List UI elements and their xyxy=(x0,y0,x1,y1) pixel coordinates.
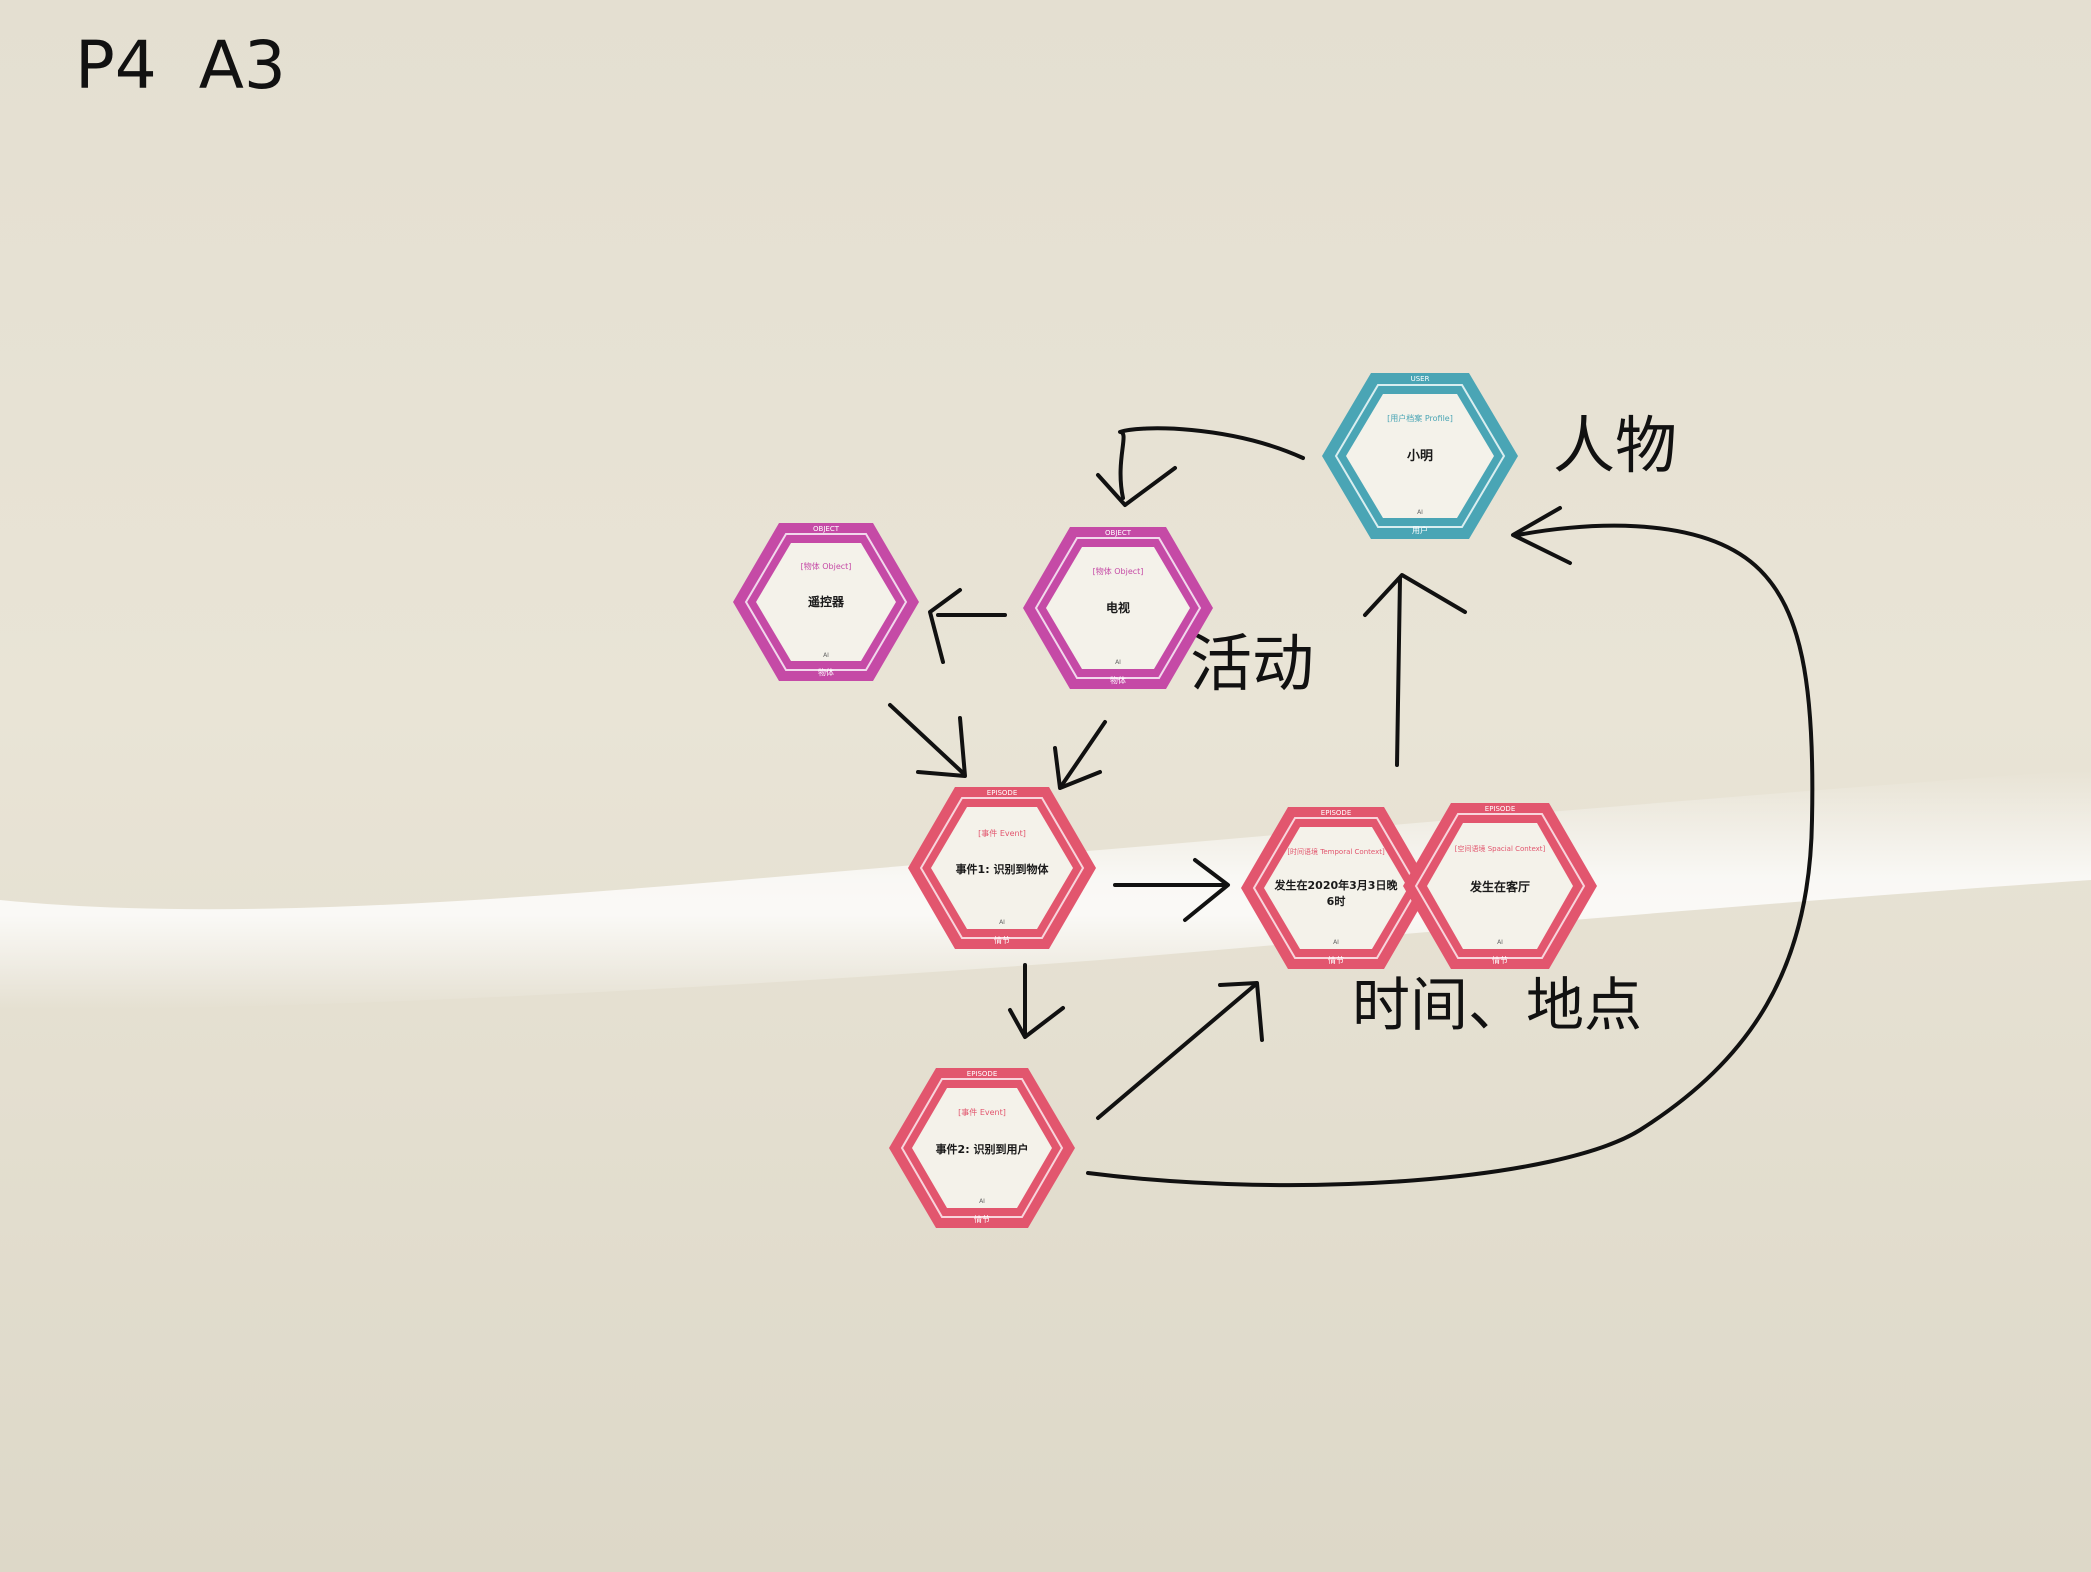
card-top-label: OBJECT xyxy=(1105,529,1132,537)
card-ai-label: AI xyxy=(979,1198,985,1205)
annotation-activity: 活动 xyxy=(1190,627,1314,700)
arrow-event2-to-user xyxy=(1086,523,1815,1188)
card-temporal-context[interactable]: EPISODE [时间语境 Temporal Context] 发生在2020年… xyxy=(1241,807,1431,969)
card-ai-label: AI xyxy=(1417,509,1423,516)
card-event-1[interactable]: EPISODE [事件 Event] 事件1: 识别到物体 AI 情节 xyxy=(908,787,1096,949)
card-ai-label: AI xyxy=(1333,939,1339,946)
card-title: 事件1: 识别到物体 xyxy=(956,862,1050,876)
card-top-label: USER xyxy=(1411,375,1430,383)
card-band-label: 物体 xyxy=(818,667,834,677)
annotation-time-place: 时间、地点 xyxy=(1352,971,1642,1039)
arrowhead-tv-to-remote xyxy=(928,588,962,664)
card-top-label: OBJECT xyxy=(813,525,840,533)
arrowhead-event1-to-event2 xyxy=(1008,1006,1065,1039)
arrowhead-tv-to-event1 xyxy=(1053,746,1102,790)
card-band-label: 情节 xyxy=(994,935,1010,945)
card-band-label: 情节 xyxy=(1328,955,1344,965)
card-title: 发生在客厅 xyxy=(1469,879,1530,894)
card-ai-label: AI xyxy=(1497,939,1503,946)
card-category: [事件 Event] xyxy=(958,1107,1006,1117)
card-title: 遥控器 xyxy=(808,594,845,609)
arrowhead-event2-to-temporal xyxy=(1218,981,1264,1042)
card-event-2[interactable]: EPISODE [事件 Event] 事件2: 识别到用户 AI 情节 xyxy=(889,1068,1075,1228)
card-ai-label: AI xyxy=(1115,659,1121,666)
card-title: 事件2: 识别到用户 xyxy=(936,1142,1029,1156)
arrowhead-temporal-to-user xyxy=(1363,573,1467,617)
card-band-label: 情节 xyxy=(974,1214,990,1224)
page-label: P4 A3 xyxy=(75,27,286,104)
card-category: [时间语境 Temporal Context] xyxy=(1287,847,1385,856)
card-top-label: EPISODE xyxy=(1485,805,1515,813)
arrowhead-event2-to-user xyxy=(1511,506,1572,565)
arrowhead-remote-to-event1 xyxy=(916,716,967,778)
card-spatial-context[interactable]: EPISODE [空间语境 Spacial Context] 发生在客厅 AI … xyxy=(1403,803,1597,969)
arrow-user-to-tv xyxy=(1118,426,1305,500)
card-top-label: EPISODE xyxy=(967,1070,997,1078)
card-category: [物体 Object] xyxy=(1093,566,1144,576)
card-user[interactable]: USER [用户档案 Profile] 小明 AI 用户 xyxy=(1322,373,1518,539)
annotation-person: 人物 xyxy=(1553,409,1677,482)
card-band-label: 物体 xyxy=(1110,675,1126,685)
card-ai-label: AI xyxy=(999,919,1005,926)
card-category: [事件 Event] xyxy=(978,828,1026,838)
card-category: [物体 Object] xyxy=(801,561,852,571)
arrowhead-event1-to-temporal xyxy=(1183,858,1230,922)
card-ai-label: AI xyxy=(823,652,829,659)
card-title: 小明 xyxy=(1407,449,1433,464)
arrow-event2-to-temporal xyxy=(1096,983,1257,1120)
card-category: [用户档案 Profile] xyxy=(1387,413,1453,423)
card-band-label: 用户 xyxy=(1412,525,1428,535)
card-title-line-1: 发生在2020年3月3日晚 xyxy=(1274,878,1398,892)
arrowhead-user-to-tv xyxy=(1096,466,1177,507)
card-top-label: EPISODE xyxy=(987,789,1017,797)
card-tv[interactable]: OBJECT [物体 Object] 电视 AI 物体 xyxy=(1023,527,1213,689)
arrow-tv-to-event1 xyxy=(1060,720,1107,787)
card-band-label: 情节 xyxy=(1492,955,1508,965)
arrow-remote-to-event1 xyxy=(888,703,965,775)
card-title: 电视 xyxy=(1106,600,1130,615)
card-category: [空间语境 Spacial Context] xyxy=(1455,844,1546,853)
card-title-line-2: 6时 xyxy=(1327,894,1346,908)
card-remote-control[interactable]: OBJECT [物体 Object] 遥控器 AI 物体 xyxy=(733,523,919,681)
arrow-temporal-to-user xyxy=(1395,576,1402,767)
card-top-label: EPISODE xyxy=(1321,809,1351,817)
